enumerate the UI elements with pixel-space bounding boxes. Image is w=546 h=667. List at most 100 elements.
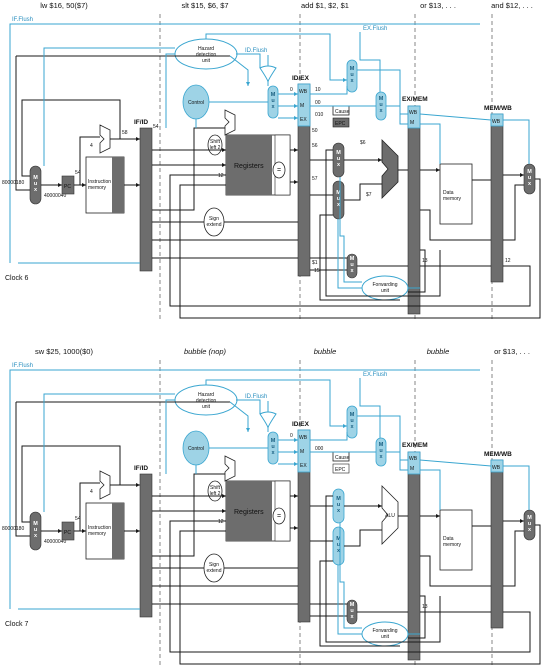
- stage-header-2: slt $15, $6, $7: [181, 1, 228, 10]
- shift-left-label-line: left 2: [210, 145, 221, 151]
- mem-wb-label: MEM/WB: [484, 451, 512, 458]
- instruction-memory-label-line: Instruction: [88, 525, 111, 531]
- mem-wb-wb: WB: [492, 119, 501, 125]
- arrowhead: [378, 158, 382, 162]
- mux-label-char: x: [350, 78, 354, 84]
- mux-label-char: x: [337, 162, 341, 168]
- arrowhead: [136, 483, 140, 487]
- ex-mem-control-fields: [407, 105, 421, 129]
- mux-label-char: M: [379, 96, 384, 102]
- ex-mem-label: EX/MEM: [402, 96, 428, 103]
- ex-mem-register: [407, 105, 421, 315]
- data-memory: [439, 163, 473, 225]
- forwarding-unit-label-line: unit: [381, 288, 390, 294]
- ctl-dmem: [420, 123, 441, 164]
- instruction-memory-port: [112, 157, 124, 213]
- id-flush-label: ID.Flush: [245, 48, 267, 54]
- arrowhead: [520, 519, 524, 523]
- mux-label-char: M: [336, 190, 341, 196]
- hazard-detection-label-line: detection: [196, 52, 217, 58]
- ex-flush-label: EX.Flush: [363, 372, 387, 378]
- ctl-hazard-ifid: [165, 399, 175, 474]
- stage-header-1: lw $16, 50($7): [40, 1, 88, 10]
- arrowhead: [82, 183, 86, 187]
- adder-four: 4: [90, 489, 93, 495]
- ctl-hazard-ifid: [165, 53, 175, 128]
- alu-label: ALU: [385, 513, 395, 519]
- data-memory-label-line: Data: [443, 190, 454, 196]
- ex-mem-m: M: [410, 466, 414, 472]
- ex-flush-mux: [346, 405, 358, 439]
- if-id-register: [139, 127, 153, 272]
- ifid-pc-value-2: 54: [153, 124, 159, 130]
- control-label: Control: [188, 100, 204, 106]
- pc-address-value: 40000040: [44, 193, 66, 199]
- ctl-hazard-reg: [229, 401, 249, 432]
- wire-write-reg: [169, 174, 531, 307]
- mux-label-char: u: [350, 608, 353, 614]
- mux-label-char: M: [336, 150, 341, 156]
- wire-exmem-fwd: [408, 595, 426, 639]
- mux-label-char: x: [34, 187, 38, 193]
- forwarding-unit-label-line: unit: [381, 634, 390, 640]
- ex-mem-register: [407, 451, 421, 661]
- arrowhead: [294, 462, 298, 466]
- arrowhead: [136, 529, 140, 533]
- id-ex-control-fields: [297, 83, 311, 127]
- arrowhead: [520, 173, 524, 177]
- if-id-label: IF/ID: [134, 119, 148, 126]
- value-n0: 0: [290, 433, 293, 439]
- ctl-hazard-pc: [43, 393, 175, 512]
- exception-address: 80000180: [2, 180, 24, 186]
- mux-label-char: x: [528, 527, 532, 533]
- mem-wb-register: [490, 459, 504, 629]
- arrowhead: [58, 529, 62, 533]
- wire-pc-branch: [152, 127, 225, 211]
- arrowhead: [294, 116, 298, 120]
- mux-label-char: u: [350, 418, 353, 424]
- ctl-fwd-muxb: [337, 565, 362, 635]
- hazard-detection-label-line: unit: [202, 404, 211, 410]
- wire-branch-target: [15, 402, 30, 537]
- value-n12b: 12: [505, 258, 511, 264]
- arrowhead: [343, 424, 347, 428]
- ctl-idex-wb: [310, 86, 348, 95]
- mux-label-char: M: [336, 536, 341, 542]
- wire-alu-bypass: [420, 209, 491, 241]
- ctl-hazard-or: [236, 53, 261, 68]
- branch-adder: [224, 109, 236, 136]
- data-memory: [439, 509, 473, 571]
- value-n57: 57: [312, 176, 318, 182]
- sign-extend-label-line: extend: [206, 568, 221, 574]
- value-n56: 56: [312, 143, 318, 149]
- adder-four: 4: [90, 143, 93, 149]
- sign-extend-label-line: Sign: [209, 216, 219, 222]
- wire-pc-branch: [152, 473, 225, 557]
- mux-label-char: u: [337, 156, 340, 162]
- if-id-label: IF/ID: [134, 465, 148, 472]
- branch-comparator: [272, 161, 286, 179]
- wire-exmem-fwd: [408, 249, 426, 293]
- mux-label-char: x: [271, 104, 275, 110]
- value-n59: $7: [366, 192, 372, 198]
- forwarding-unit-label-line: Forwarding: [372, 282, 397, 288]
- mux-label-char: u: [528, 521, 531, 527]
- mux-label-char: M: [379, 442, 384, 448]
- pc-address-value: 40000040: [44, 539, 66, 545]
- value-n50: 50: [312, 128, 318, 134]
- id-ex-m: M: [300, 449, 304, 455]
- epc-register: [332, 463, 350, 474]
- if-id-register: [139, 473, 153, 618]
- registers-label: Registers: [234, 163, 264, 170]
- mux-label-char: u: [271, 98, 274, 104]
- hazard-detection-label-line: unit: [202, 58, 211, 64]
